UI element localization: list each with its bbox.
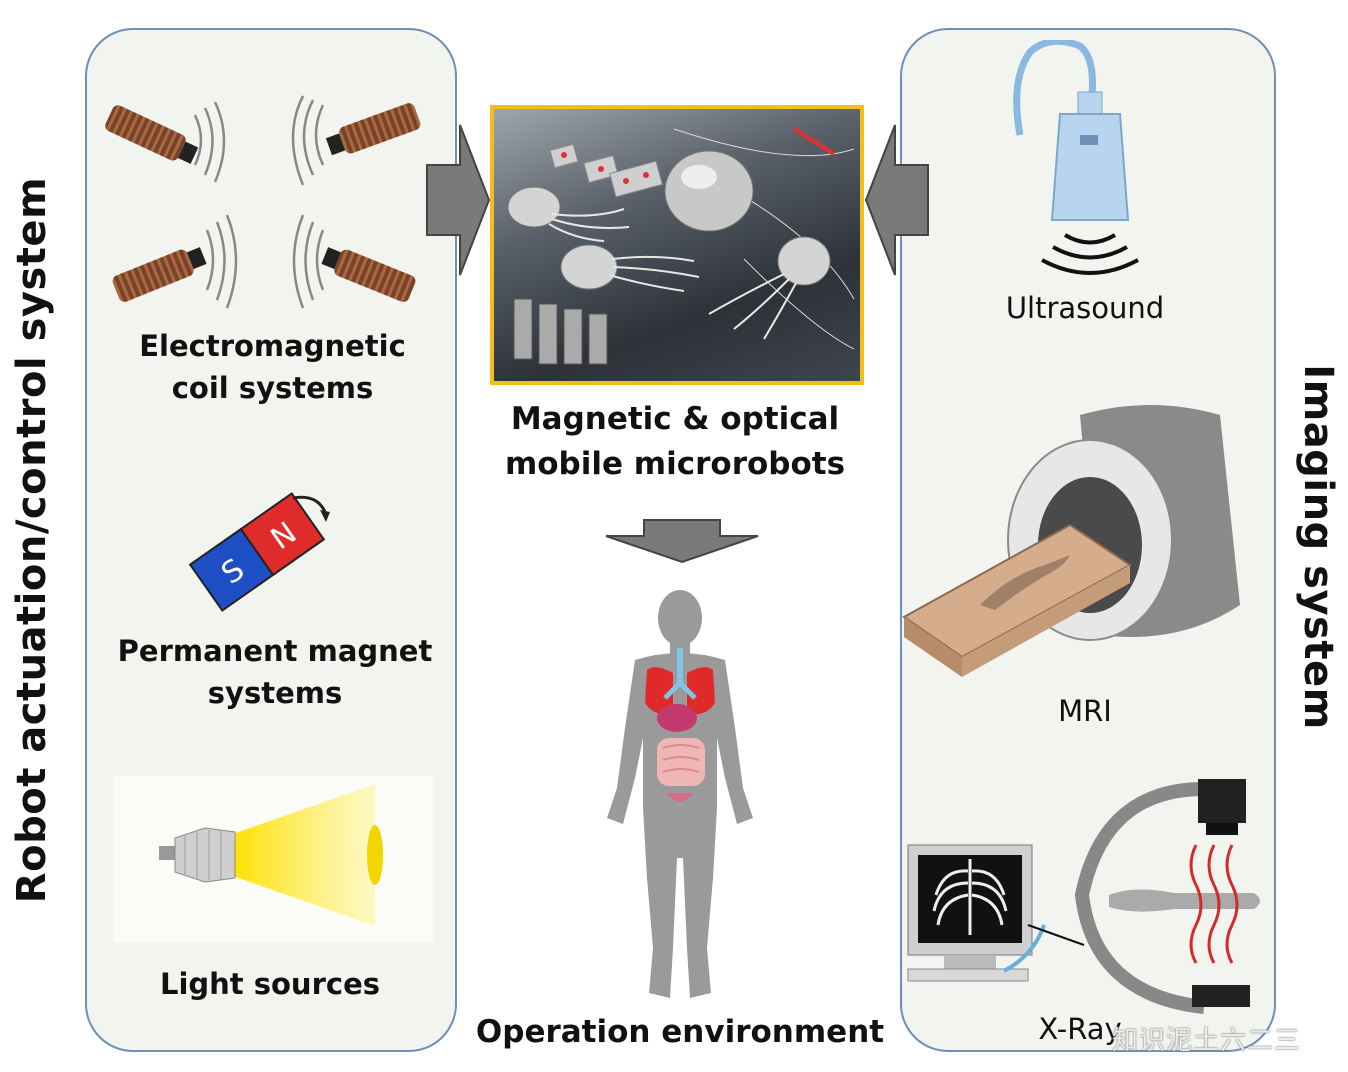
down-arrow-icon [605,519,759,564]
field-waves-icon [292,214,325,309]
field-waves-icon [291,95,325,186]
permanent-magnet-illustration: N S [188,492,330,612]
coil-icon [321,247,416,302]
field-waves-icon [205,214,238,309]
operation-environment-label: Operation environment [475,1014,885,1050]
intestines-icon [657,738,705,786]
sound-waves-icon [1041,233,1139,275]
lungs-icon [645,667,673,715]
mri-label: MRI [1058,694,1112,728]
left-arrow-icon [864,124,929,276]
label-line: coil systems [171,371,374,406]
light-source-illustration [113,776,433,942]
label-line: Permanent magnet [117,634,433,668]
ultrasound-label: Ultrasound [1005,291,1165,325]
xray-label: X-Ray [1038,1012,1122,1046]
magnet-north-icon [239,492,326,577]
imaging-system-title: Imaging system [1295,364,1341,730]
light-sources-label: Light sources [159,967,381,1001]
rotation-arrow-icon [292,495,327,513]
label-line: systems [207,676,343,711]
c-arm-icon [1074,782,1205,1014]
microrobots-image [490,105,864,385]
xray-system-illustration [907,779,1260,1014]
electromagnetic-coil-label: Electromagnetic coil systems [110,325,435,409]
label-line: Electromagnetic [139,329,406,363]
light-bulb-icon [159,784,383,926]
human-body-illustration [607,590,753,998]
ultrasound-probe-illustration [1013,40,1139,275]
watermark-text: 知识泥土六二三 [1112,1026,1302,1056]
microrobots-label: Magnetic & optical mobile microrobots [470,397,880,487]
label-line: mobile microrobots [504,445,846,482]
mri-scanner-illustration [902,405,1240,677]
stomach-icon [657,704,697,732]
microrobots-illustration [507,127,855,365]
ribcage-icon [932,859,1008,935]
coil-icon [105,105,199,164]
actuation-system-title: Robot actuation/control system [9,176,55,904]
field-waves-icon [193,101,226,183]
coil-icon [112,247,207,302]
permanent-magnet-label: Permanent magnet systems [110,630,440,714]
ultrasound-probe-icon [1050,113,1130,221]
xray-waves-icon [1189,844,1239,964]
electromagnetic-coils-illustration [105,95,421,309]
right-arrow-icon [426,124,491,276]
label-line: Magnetic & optical [510,401,840,437]
coil-icon [325,103,421,156]
